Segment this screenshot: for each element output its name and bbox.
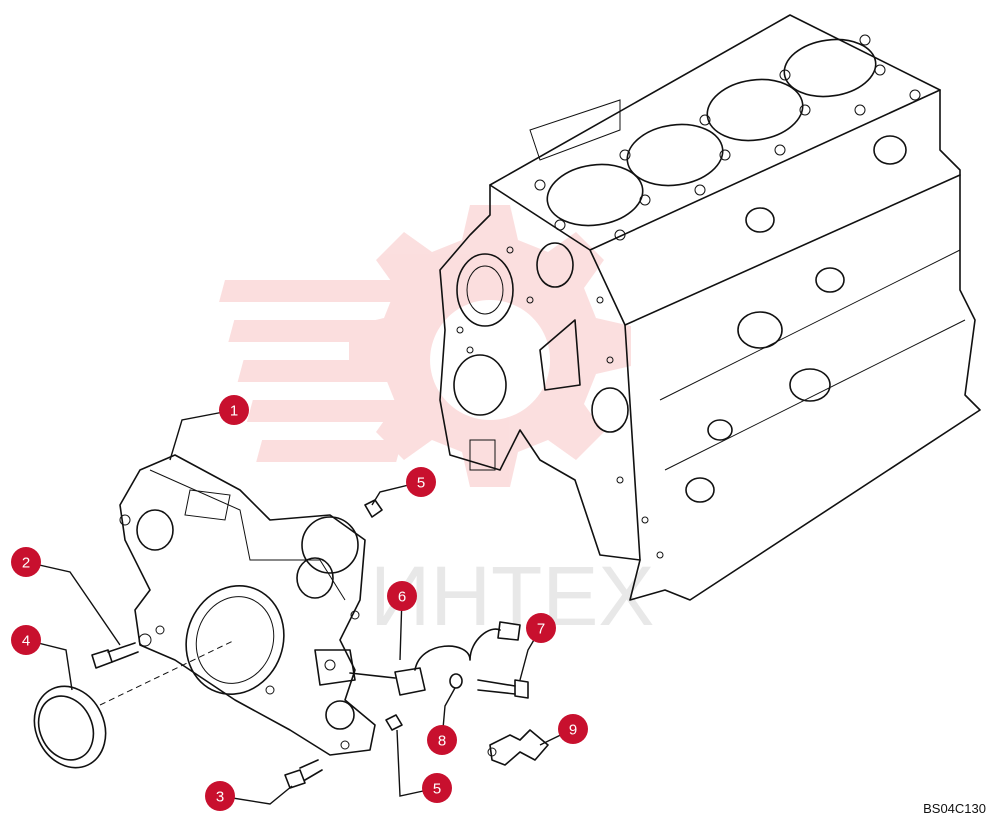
bolt-part-7 <box>477 679 529 699</box>
callout-9: 9 <box>558 714 588 744</box>
watermark-logo <box>219 205 631 487</box>
callout-label: 7 <box>537 621 545 638</box>
callout-6: 6 <box>387 581 417 611</box>
bolt-part-3 <box>284 759 323 789</box>
callout-label: 6 <box>398 589 406 606</box>
callout-label: 5 <box>433 781 441 798</box>
callout-label: 3 <box>216 789 224 806</box>
callout-2: 2 <box>11 547 41 577</box>
callout-3: 3 <box>205 781 235 811</box>
callout-label: 5 <box>417 475 425 492</box>
plug-part-5-upper <box>364 499 383 518</box>
cover-seal-bore <box>185 584 285 696</box>
engine-block <box>439 14 981 601</box>
watermark-speed-line <box>246 400 403 422</box>
bolt-part-2 <box>91 633 152 669</box>
callout-5-lower: 5 <box>422 773 452 803</box>
callout-label: 4 <box>22 633 30 650</box>
watermark-text: ИНТЕХ <box>370 549 654 643</box>
watermark-speed-line <box>237 360 404 382</box>
cylinder-bore-4 <box>783 38 877 98</box>
timing-cover <box>119 454 376 756</box>
callout-label: 9 <box>569 722 577 739</box>
plug-part-5-lower <box>385 714 403 731</box>
callout-label: 1 <box>230 403 238 420</box>
watermark-speed-line <box>228 320 405 342</box>
watermark-speed-line <box>256 440 403 462</box>
watermark-speed-line <box>219 280 405 302</box>
callout-1: 1 <box>219 395 249 425</box>
callout-4: 4 <box>11 625 41 655</box>
callout-5-upper: 5 <box>406 467 436 497</box>
callout-8: 8 <box>427 725 457 755</box>
figure-code: BS04C130 <box>923 801 986 816</box>
callout-label: 8 <box>438 733 446 750</box>
oil-seal-part-4 <box>33 685 107 769</box>
seal-axis-line <box>99 639 236 706</box>
cylinder-bore-1 <box>546 163 644 227</box>
sensor-part-6 <box>349 621 521 696</box>
callout-label: 2 <box>22 555 30 572</box>
watermark-gear-icon <box>349 205 631 487</box>
cylinder-bore-2 <box>626 123 724 187</box>
clip-part-9 <box>487 729 549 766</box>
washer-part-8 <box>449 673 463 689</box>
callout-7: 7 <box>526 613 556 643</box>
cylinder-bore-3 <box>706 78 804 142</box>
